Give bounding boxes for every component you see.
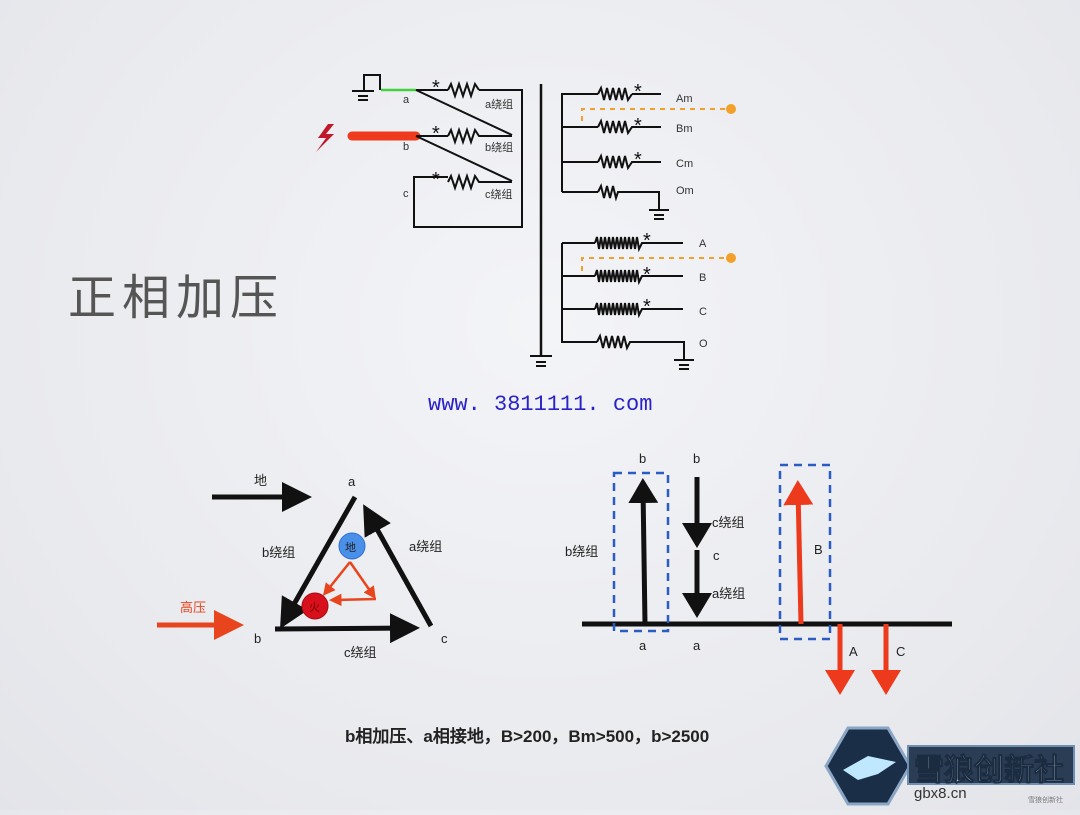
probe-dot [726,104,736,114]
vec1-bottom-label: a [639,638,647,653]
vec2-upper-winding-label: c绕组 [712,515,745,530]
vec2-lower-winding-label: a绕组 [712,586,745,601]
terminal-C-label: C [699,306,707,318]
vec1-top-label: b [639,451,646,466]
terminal-A-label: A [699,238,707,250]
lightning-icon [316,124,334,152]
logo-subtext: 雪狼创新社 [1028,795,1063,804]
watermark-text: gbx8.cn [914,785,967,802]
terminal-b-label: b [403,141,409,153]
wolf-icon [843,756,896,780]
fire-node-label: 火 [309,602,320,614]
ground-node [338,532,366,560]
winding-c-label: c绕组 [485,187,513,201]
vec2-bottom-label: a [693,638,701,653]
terminal-bm-label: Bm [676,123,693,135]
terminal-cm-label: Cm [676,158,693,170]
terminal-c-label: c [403,188,409,200]
ground-node-label: 地 [345,541,356,554]
ground-input-label: 地 [254,473,267,488]
svg-text:*: * [634,149,642,171]
vertex-c-label: c [441,631,448,646]
condition-caption: b相加压、a相接地，B>200，Bm>500，b>2500 [345,727,710,746]
terminal-a-label: a [403,94,410,106]
slide-title: 正相加压 [68,270,285,326]
svg-text:*: * [643,264,651,286]
winding-b-label: b绕组 [485,140,513,154]
dashed-box-b [612,471,670,633]
vec1-winding-label: b绕组 [565,544,598,559]
svg-text:*: * [643,296,651,318]
edge-c-label: c绕组 [344,645,377,660]
vertex-a-label: a [348,474,356,489]
svg-text:*: * [643,230,651,252]
svg-text:*: * [634,81,642,103]
website-url: www. 3811111. com [428,392,653,417]
terminal-am-label: Am [676,93,693,105]
vec-A-label: A [849,644,858,659]
terminal-O-label: O [699,338,708,350]
svg-text:*: * [432,123,440,145]
probe-lead [581,108,731,271]
svg-text:*: * [432,77,440,99]
vec2-top-label: b [693,451,700,466]
winding-a-label: a绕组 [485,97,513,111]
probe-dot [726,253,736,263]
logo-text: 雪狼创新社 [914,753,1064,787]
vec-B-label: B [814,542,823,557]
brand-logo: 雪狼创新社 gbx8.cn 雪狼创新社 [818,722,1080,810]
vertex-b-label: b [254,631,261,646]
vec-C-label: C [896,644,905,659]
edge-b-label: b绕组 [262,545,295,560]
ground-icon [352,74,381,101]
edge-a-label: a绕组 [409,539,442,554]
hv-input-label: 高压 [180,600,206,615]
svg-text:*: * [634,115,642,137]
vec2-mid-label: c [713,548,720,563]
svg-text:*: * [432,169,440,191]
terminal-B-label: B [699,272,706,284]
terminal-om-label: Om [676,185,694,197]
fire-node [301,592,329,620]
